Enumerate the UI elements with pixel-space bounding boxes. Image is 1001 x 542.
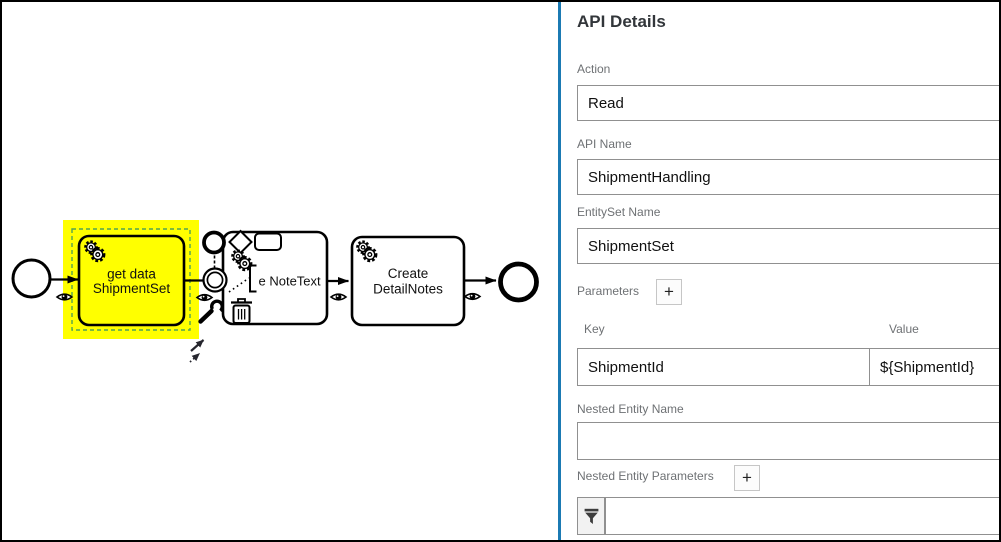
wrench-icon[interactable] xyxy=(198,299,225,324)
parameter-value-input[interactable] xyxy=(869,348,999,386)
task-label-line2: DetailNotes xyxy=(373,282,443,297)
annotation-text: e NoteText xyxy=(259,274,322,289)
nested-entity-parameters-label: Nested Entity Parameters xyxy=(577,469,714,483)
task-label-line1: Create xyxy=(388,266,429,281)
task-label-line2: ShipmentSet xyxy=(93,281,171,296)
bpmn-diagram: get data ShipmentSet Create DetailNotes xyxy=(11,220,539,363)
eye-icon xyxy=(196,293,213,302)
api-details-panel: API Details Action API Name EntitySet Na… xyxy=(561,2,999,540)
append-task-icon[interactable] xyxy=(254,232,282,251)
start-event[interactable] xyxy=(11,258,52,299)
trash-icon[interactable] xyxy=(231,298,252,324)
eye-icon xyxy=(464,292,481,301)
filter-input[interactable] xyxy=(605,497,999,535)
bpmn-canvas[interactable]: get data ShipmentSet Create DetailNotes xyxy=(2,2,560,540)
task-label-line1: get data xyxy=(107,267,156,282)
append-intermediate-event-icon[interactable] xyxy=(202,267,228,293)
add-parameter-button[interactable]: + xyxy=(656,279,682,305)
end-event[interactable] xyxy=(498,261,539,303)
funnel-icon xyxy=(584,508,598,524)
service-task-create-detailnotes[interactable]: Create DetailNotes xyxy=(350,235,466,327)
connect-arrows-icon[interactable] xyxy=(189,339,205,363)
association-line xyxy=(228,277,250,293)
entityset-name-input[interactable] xyxy=(577,228,999,264)
api-name-input[interactable] xyxy=(577,159,999,195)
nested-entity-name-label: Nested Entity Name xyxy=(577,402,684,416)
filter-button[interactable] xyxy=(577,497,605,535)
key-column-header: Key xyxy=(584,322,605,336)
eye-icon xyxy=(56,293,73,301)
text-annotation[interactable]: e NoteText xyxy=(228,264,322,293)
panel-divider xyxy=(558,2,561,540)
service-task-get-data[interactable]: get data ShipmentSet xyxy=(77,234,186,327)
context-pad xyxy=(189,229,282,363)
api-name-label: API Name xyxy=(577,137,632,151)
append-end-event-icon[interactable] xyxy=(202,230,226,255)
parameters-label: Parameters xyxy=(577,284,640,298)
nested-entity-name-input[interactable] xyxy=(577,422,999,460)
action-label: Action xyxy=(577,62,611,76)
annotation-bracket-icon xyxy=(249,264,257,293)
eye-icon xyxy=(330,293,347,301)
value-column-header: Value xyxy=(889,322,919,336)
add-nested-parameter-button[interactable]: + xyxy=(734,465,760,491)
parameter-key-input[interactable] xyxy=(577,348,870,386)
panel-title: API Details xyxy=(577,12,666,31)
entityset-name-label: EntitySet Name xyxy=(577,205,661,219)
action-input[interactable] xyxy=(577,85,999,121)
